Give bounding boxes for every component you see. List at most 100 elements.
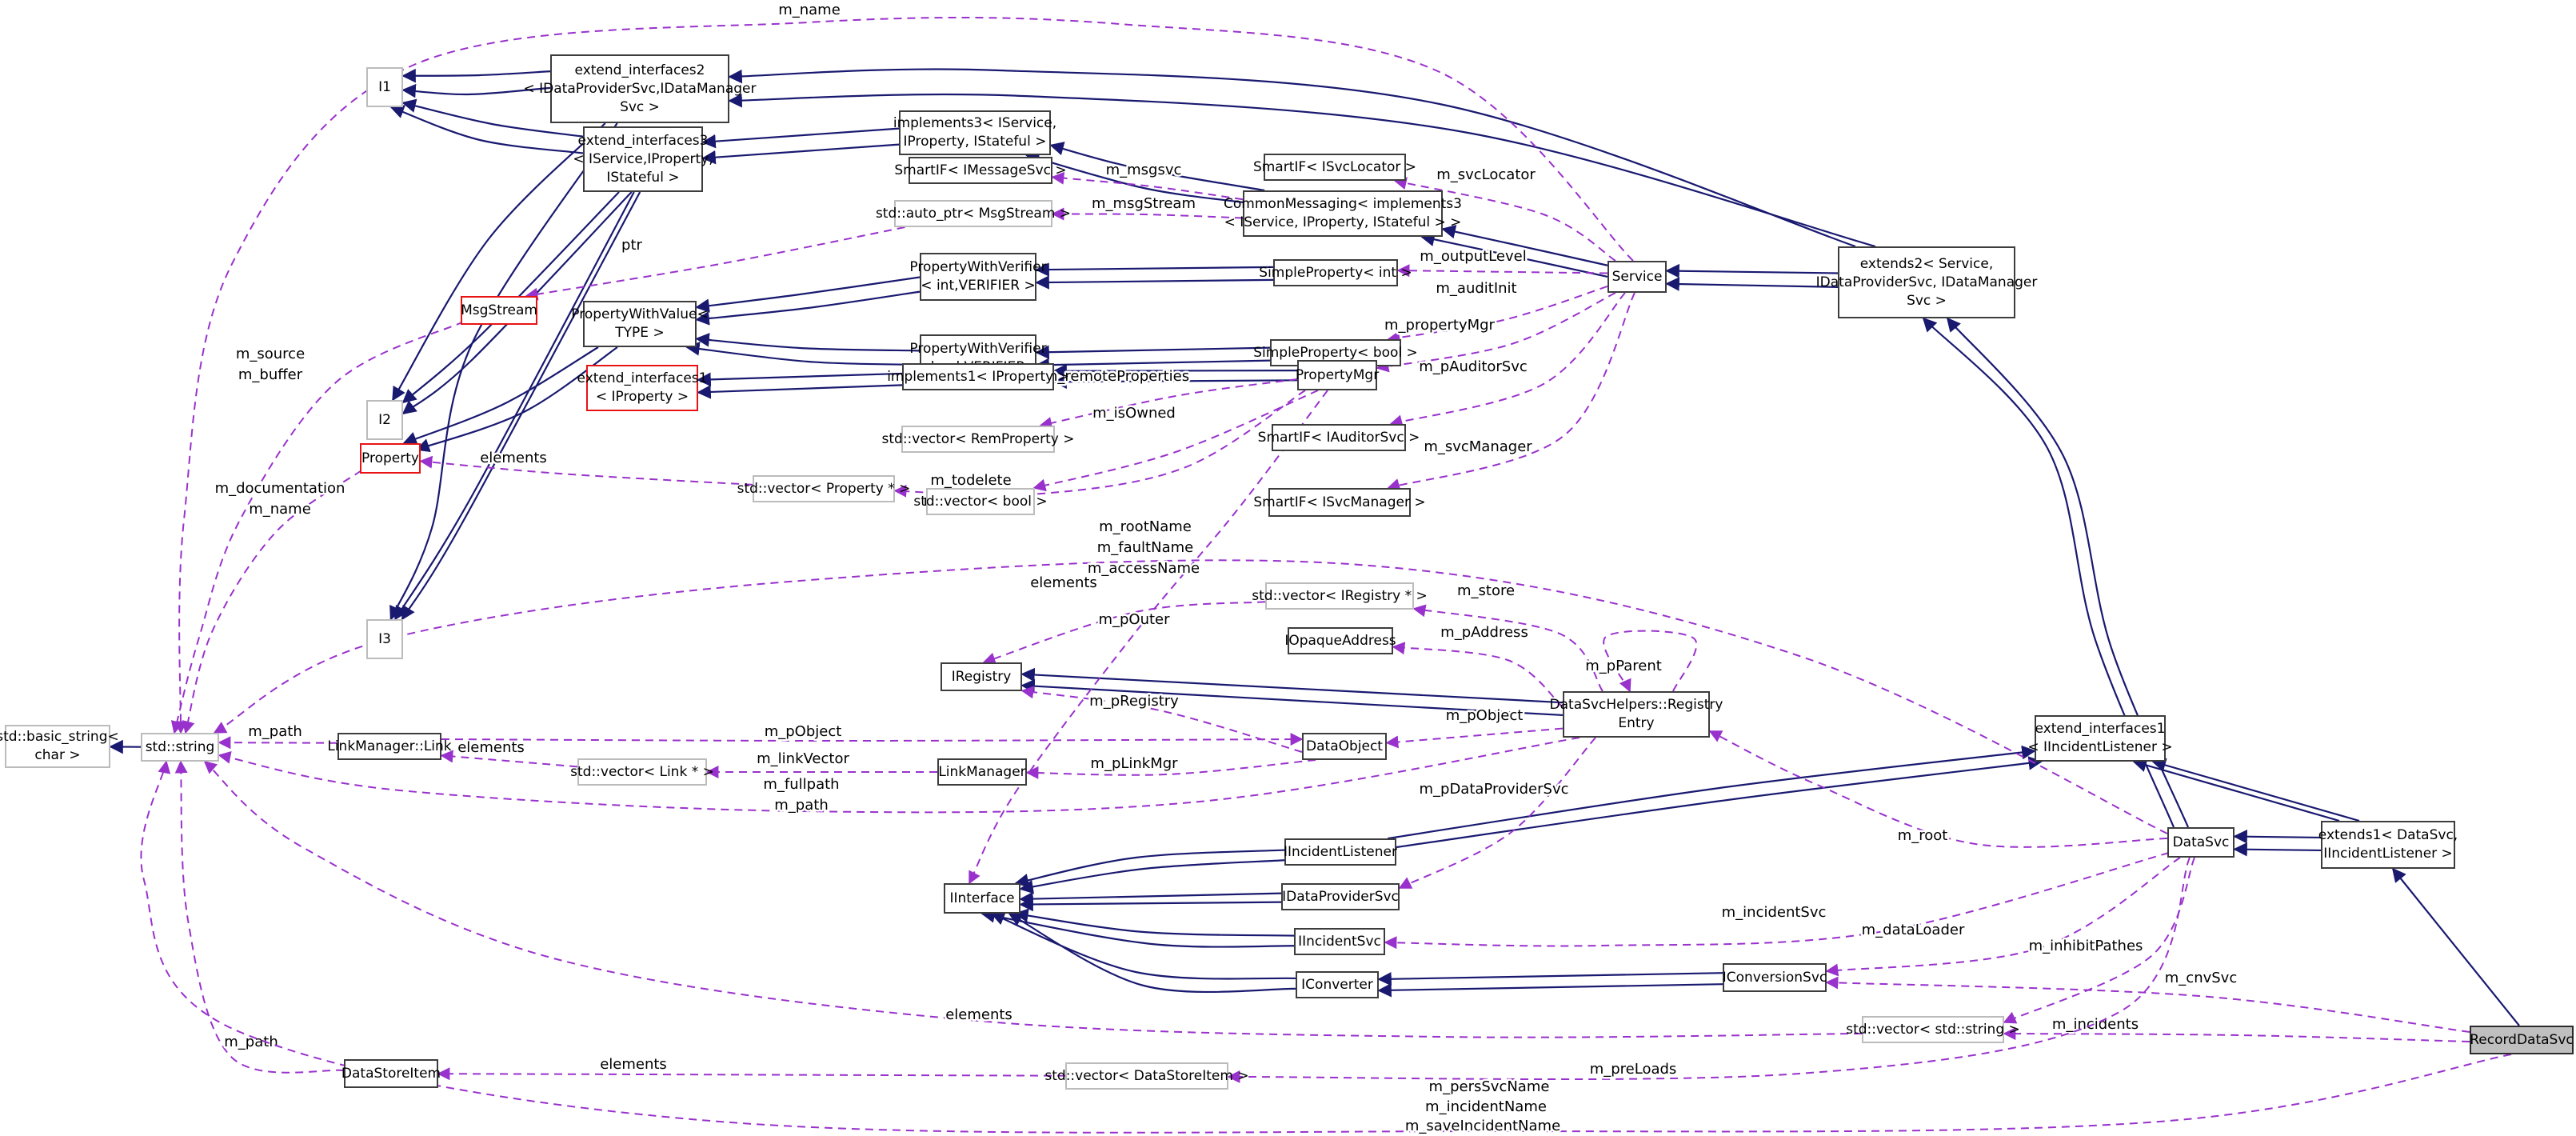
edge-label-regentry-iopaque: m_pAddress <box>1440 624 1528 641</box>
class-box-iincsvc[interactable]: IIncidentSvc <box>1294 928 1385 955</box>
edge-label-regentry-vec_ireg: m_store <box>1457 582 1515 599</box>
edge-label-service-smartif_loc: m_svcLocator <box>1436 166 1536 183</box>
edge-label-commonmsg-autoptr: m_msgStream <box>1092 195 1196 212</box>
inheritance-edge-service-commonmsg <box>1441 225 1608 266</box>
class-name-text: extend_interfaces2 <box>574 62 705 78</box>
edge-label-recdatasvc-iconvsvc: m_cnvSvc <box>2165 970 2237 986</box>
usage-edge-service-stdstring <box>174 16 1634 734</box>
inheritance-edge-iilistener-ei1_il <box>1388 745 2036 840</box>
class-box-ei3[interactable]: extend_interfaces3< IService,IProperty,I… <box>573 126 713 192</box>
class-name-text: PropertyWithVerifier <box>909 341 1047 357</box>
class-box-stdstring: std::string <box>141 733 219 762</box>
edge-label-property-stdstring: m_name <box>249 501 311 518</box>
class-box-linkmgr[interactable]: LinkManager <box>937 758 1027 786</box>
class-name-text: Property <box>361 450 419 466</box>
inheritance-edge-ei3-i3 <box>401 191 641 621</box>
class-name-text: TYPE > <box>615 325 665 341</box>
class-box-ei1_il[interactable]: extend_interfaces1< IIncidentListener > <box>2027 715 2173 762</box>
inheritance-edge-ei3-i2 <box>401 191 633 415</box>
usage-edge-vec_dsi-dsitem <box>437 1067 1066 1081</box>
class-name-text: std::auto_ptr< MsgStream > <box>875 205 1072 222</box>
class-box-pwv_int[interactable]: PropertyWithVerifier< int,VERIFIER > <box>909 253 1047 301</box>
edge-label-service-sp_int: m_outputLevel <box>1420 248 1526 265</box>
class-box-smartif_msg[interactable]: SmartIF< IMessageSvc > <box>894 157 1067 184</box>
inheritance-edge-sp_int-pwv_int <box>1035 275 1274 290</box>
class-name-text: IIncidentListener <box>1284 843 1397 860</box>
class-box-pwvalue[interactable]: PropertyWithValue< TYPE > <box>571 301 709 347</box>
class-name-text: std::basic_string< <box>0 729 119 745</box>
edge-label-datasvc-vec_string: m_inhibitPathes <box>2029 938 2143 954</box>
class-name-text: std::vector< bool > <box>913 493 1048 510</box>
class-name-text: std::vector< IRegistry * > <box>1252 587 1428 604</box>
class-box-smartif_svcmgr[interactable]: SmartIF< ISvcManager > <box>1253 488 1426 517</box>
inheritance-edge-ei2-i2 <box>392 122 606 402</box>
class-box-iconvsvc[interactable]: IConversionSvc <box>1723 963 1827 992</box>
class-box-datasvc[interactable]: DataSvc <box>2167 827 2235 858</box>
class-box-vec_prop: std::vector< Property * > <box>737 475 910 502</box>
class-box-i3: I3 <box>366 619 403 659</box>
inheritance-edge-sp_bool-pwv_bool <box>1035 345 1271 360</box>
inheritance-edge-extends1-datasvc <box>2233 829 2322 844</box>
edge-label-service-smartif_svcmgr: m_svcManager <box>1424 438 1532 455</box>
inheritance-edge-iconvsvc-iconv <box>1377 971 1723 986</box>
class-box-service[interactable]: Service <box>1608 261 1667 293</box>
usage-edge-datasvc-vec_string <box>2003 857 2195 1024</box>
inheritance-edge-sp_bool-pwv_bool <box>1035 358 1271 373</box>
inheritance-edge-pwvalue-property <box>402 346 599 446</box>
usage-edge-vec_link-lmlink <box>440 750 578 768</box>
inheritance-edge-iincsvc-iinterface <box>1014 908 1295 937</box>
class-name-text: Svc > <box>620 98 660 115</box>
class-name-text: IConverter <box>1301 976 1373 993</box>
class-box-sp_int[interactable]: SimpleProperty< int > <box>1259 259 1412 286</box>
inheritance-edge-regentry-iregistry <box>1020 678 1564 717</box>
inheritance-edge-impl3-ei3 <box>701 127 900 149</box>
usage-edge-datasvc-iconvsvc <box>1825 857 2181 977</box>
edge-label-lmlink-stdstring: m_path <box>248 723 302 740</box>
class-box-ei2[interactable]: extend_interfaces2< IDataProviderSvc,IDa… <box>524 54 756 123</box>
inheritance-edge-pmgr-impl1 <box>1052 363 1298 378</box>
class-box-smartif_loc[interactable]: SmartIF< ISvcLocator > <box>1253 154 1416 181</box>
class-box-extends1[interactable]: extends1< DataSvc,IIncidentListener > <box>2318 821 2458 869</box>
class-box-vec_remprop: std::vector< RemProperty > <box>882 426 1075 453</box>
edge-label-datasvc-iincsvc: m_incidentSvc <box>1722 904 1827 921</box>
class-box-pmgr[interactable]: PropertyMgr <box>1296 360 1379 390</box>
class-box-impl3[interactable]: implements3< IService,IProperty, IStatef… <box>893 110 1056 155</box>
inheritance-edge-ei3-i1 <box>401 98 584 138</box>
class-name-text: < IProperty > <box>595 389 689 405</box>
class-box-vec_string: std::vector< std::string > <box>1846 1016 2020 1043</box>
inheritance-edge-sp_int-pwv_int <box>1035 262 1274 277</box>
class-box-iconv[interactable]: IConverter <box>1296 971 1379 998</box>
class-box-recdatasvc[interactable]: RecordDataSvc <box>2470 1026 2574 1054</box>
class-name-text: IOpaqueAddress <box>1284 632 1396 649</box>
class-name-text: std::vector< RemProperty > <box>881 430 1075 447</box>
class-box-lmlink[interactable]: LinkManager::Link <box>327 733 452 760</box>
edge-label-pmgr-iinterface: m_pOuter <box>1098 611 1170 628</box>
class-box-basicstring: std::basic_string<char > <box>0 725 119 768</box>
inheritance-edge-extends2-service <box>1665 263 1839 278</box>
class-box-commonmsg[interactable]: CommonMessaging< implements3< IService, … <box>1224 190 1462 237</box>
class-box-dataobject[interactable]: DataObject <box>1302 733 1387 760</box>
class-name-text: IProperty, IStateful > <box>903 134 1047 150</box>
edge-label-dataobject-linkmgr: m_pLinkMgr <box>1090 755 1178 772</box>
edge-label-msgstream-stdstring: m_buffer <box>238 366 303 383</box>
class-box-extends2[interactable]: extends2< Service,IDataProviderSvc, IDat… <box>1816 246 2037 318</box>
inheritance-edge-iconv-iinterface <box>1008 913 1296 994</box>
class-box-impl1[interactable]: implements1< IProperty > <box>887 363 1069 390</box>
class-box-iilistener[interactable]: IIncidentListener <box>1284 838 1397 866</box>
class-box-dsitem[interactable]: DataStoreItem <box>341 1059 441 1088</box>
class-box-iregistry[interactable]: IRegistry <box>941 662 1022 691</box>
class-name-text: PropertyWithValue< <box>571 306 709 322</box>
class-box-iinterface[interactable]: IInterface <box>944 883 1020 914</box>
class-name-text: Svc > <box>1907 292 1947 309</box>
class-box-smartif_aud[interactable]: SmartIF< IAuditorSvc > <box>1258 424 1420 451</box>
edge-label-datasvc-regentry: m_root <box>1898 827 1948 844</box>
class-box-iopaque[interactable]: IOpaqueAddress <box>1284 627 1396 654</box>
usage-edge-autoptr-msgstream <box>525 226 905 301</box>
edge-label-service-sp_bool: m_auditInit <box>1436 280 1516 297</box>
class-name-text: IDataProviderSvc <box>1282 888 1399 905</box>
class-box-idps[interactable]: IDataProviderSvc <box>1281 883 1400 910</box>
inheritance-edge-extends2-service <box>1665 277 1839 291</box>
class-box-vec_dsi: std::vector< DataStoreItem > <box>1044 1062 1249 1090</box>
